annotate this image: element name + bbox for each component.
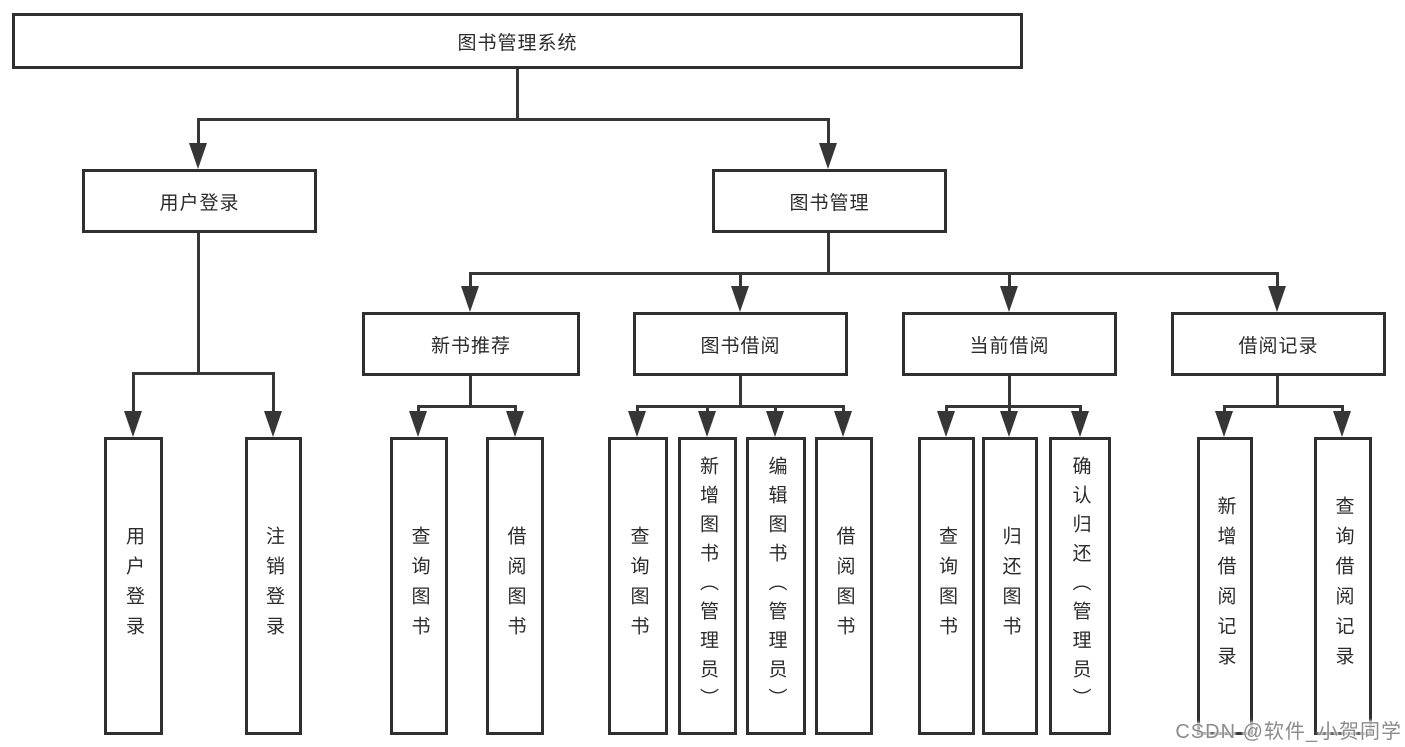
node-label: 图书管理系统	[457, 32, 578, 54]
connector-line	[827, 118, 830, 146]
arrowhead-icon	[628, 411, 646, 437]
node-label: 当前借阅	[969, 335, 1050, 357]
node-label: 查询借阅记录	[1332, 496, 1354, 676]
leaf-add-book-admin: 新增图书（管理员）	[678, 437, 737, 735]
connector-line	[417, 405, 517, 408]
node-label: 确认归还（管理员）	[1069, 455, 1091, 717]
connector-line	[197, 118, 200, 146]
arrowhead-icon	[731, 286, 749, 312]
connector-line	[1079, 405, 1082, 415]
node-label: 归还图书	[999, 526, 1021, 646]
connector-line	[945, 405, 948, 415]
leaf-borrow-book-recommend: 借阅图书	[486, 437, 544, 735]
connector-line	[197, 118, 830, 121]
connector-line	[636, 405, 845, 408]
leaf-query-book-recommend: 查询图书	[390, 437, 448, 735]
node-label: 借阅记录	[1238, 335, 1319, 357]
node-label: 新增借阅记录	[1214, 496, 1236, 676]
connector-line	[1276, 272, 1279, 288]
arrowhead-icon	[766, 411, 784, 437]
node-new-book-recommend: 新书推荐	[362, 312, 580, 376]
leaf-return-book: 归还图书	[982, 437, 1038, 735]
node-borrow-records: 借阅记录	[1171, 312, 1386, 376]
connector-line	[1008, 272, 1011, 288]
node-label: 查询图书	[408, 526, 430, 646]
node-book-management: 图书管理	[712, 169, 947, 233]
node-label: 图书管理	[789, 192, 870, 214]
connector-line	[636, 405, 639, 415]
connector-line	[1008, 405, 1011, 415]
connector-line	[132, 372, 275, 375]
arrowhead-icon	[461, 286, 479, 312]
node-label: 注销登录	[263, 526, 284, 646]
node-label: 查询图书	[936, 526, 957, 646]
leaf-confirm-return-admin: 确认归还（管理员）	[1049, 437, 1111, 735]
connector-line	[842, 405, 845, 415]
leaf-query-borrow-record: 查询借阅记录	[1314, 437, 1372, 735]
leaf-add-borrow-record: 新增借阅记录	[1197, 437, 1253, 735]
arrowhead-icon	[1215, 411, 1233, 437]
leaf-borrow-book-borrow: 借阅图书	[815, 437, 873, 735]
leaf-edit-book-admin: 编辑图书（管理员）	[746, 437, 806, 735]
connector-line	[469, 272, 1279, 275]
connector-line	[197, 232, 200, 374]
arrowhead-icon	[124, 411, 142, 437]
connector-line	[514, 405, 517, 415]
node-user-login: 用户登录	[82, 169, 317, 233]
arrowhead-icon	[819, 143, 837, 169]
arrowhead-icon	[834, 411, 852, 437]
node-label: 查询图书	[627, 526, 649, 646]
arrowhead-icon	[189, 143, 207, 169]
arrowhead-icon	[1000, 411, 1018, 437]
connector-line	[1008, 375, 1011, 407]
leaf-query-book-borrow: 查询图书	[608, 437, 668, 735]
node-label: 借阅图书	[833, 526, 855, 646]
connector-line	[272, 372, 275, 414]
node-label: 编辑图书（管理员）	[765, 455, 787, 717]
node-label: 用户登录	[159, 192, 240, 214]
arrowhead-icon	[409, 411, 427, 437]
arrowhead-icon	[1268, 286, 1286, 312]
csdn-watermark: CSDN @软件_小贺同学	[1175, 721, 1402, 743]
connector-line	[1276, 375, 1279, 407]
connector-line	[739, 272, 742, 288]
connector-line	[739, 375, 742, 407]
leaf-query-book-current: 查询图书	[918, 437, 975, 735]
node-label: 用户登录	[123, 526, 144, 646]
connector-line	[132, 372, 135, 414]
arrowhead-icon	[1333, 411, 1351, 437]
connector-line	[1223, 405, 1226, 415]
connector-line	[469, 272, 472, 288]
connector-line	[774, 405, 777, 415]
leaf-logout: 注销登录	[245, 437, 302, 735]
connector-line	[1341, 405, 1344, 415]
arrowhead-icon	[937, 411, 955, 437]
node-root: 图书管理系统	[12, 13, 1023, 69]
connector-line	[417, 405, 420, 415]
connector-line	[827, 232, 830, 274]
node-label: 新书推荐	[430, 335, 511, 357]
arrowhead-icon	[1000, 286, 1018, 312]
arrowhead-icon	[698, 411, 716, 437]
node-label: 借阅图书	[504, 526, 526, 646]
node-label: 图书借阅	[700, 335, 781, 357]
arrowhead-icon	[264, 411, 282, 437]
connector-line	[945, 405, 1082, 408]
node-label: 新增图书（管理员）	[697, 455, 718, 717]
node-current-borrow: 当前借阅	[902, 312, 1117, 376]
arrowhead-icon	[506, 411, 524, 437]
connector-line	[706, 405, 709, 415]
connector-line	[469, 375, 472, 407]
connector-line	[1223, 405, 1344, 408]
arrowhead-icon	[1071, 411, 1089, 437]
leaf-user-login: 用户登录	[104, 437, 163, 735]
connector-line	[516, 67, 519, 120]
node-book-borrow: 图书借阅	[633, 312, 848, 376]
